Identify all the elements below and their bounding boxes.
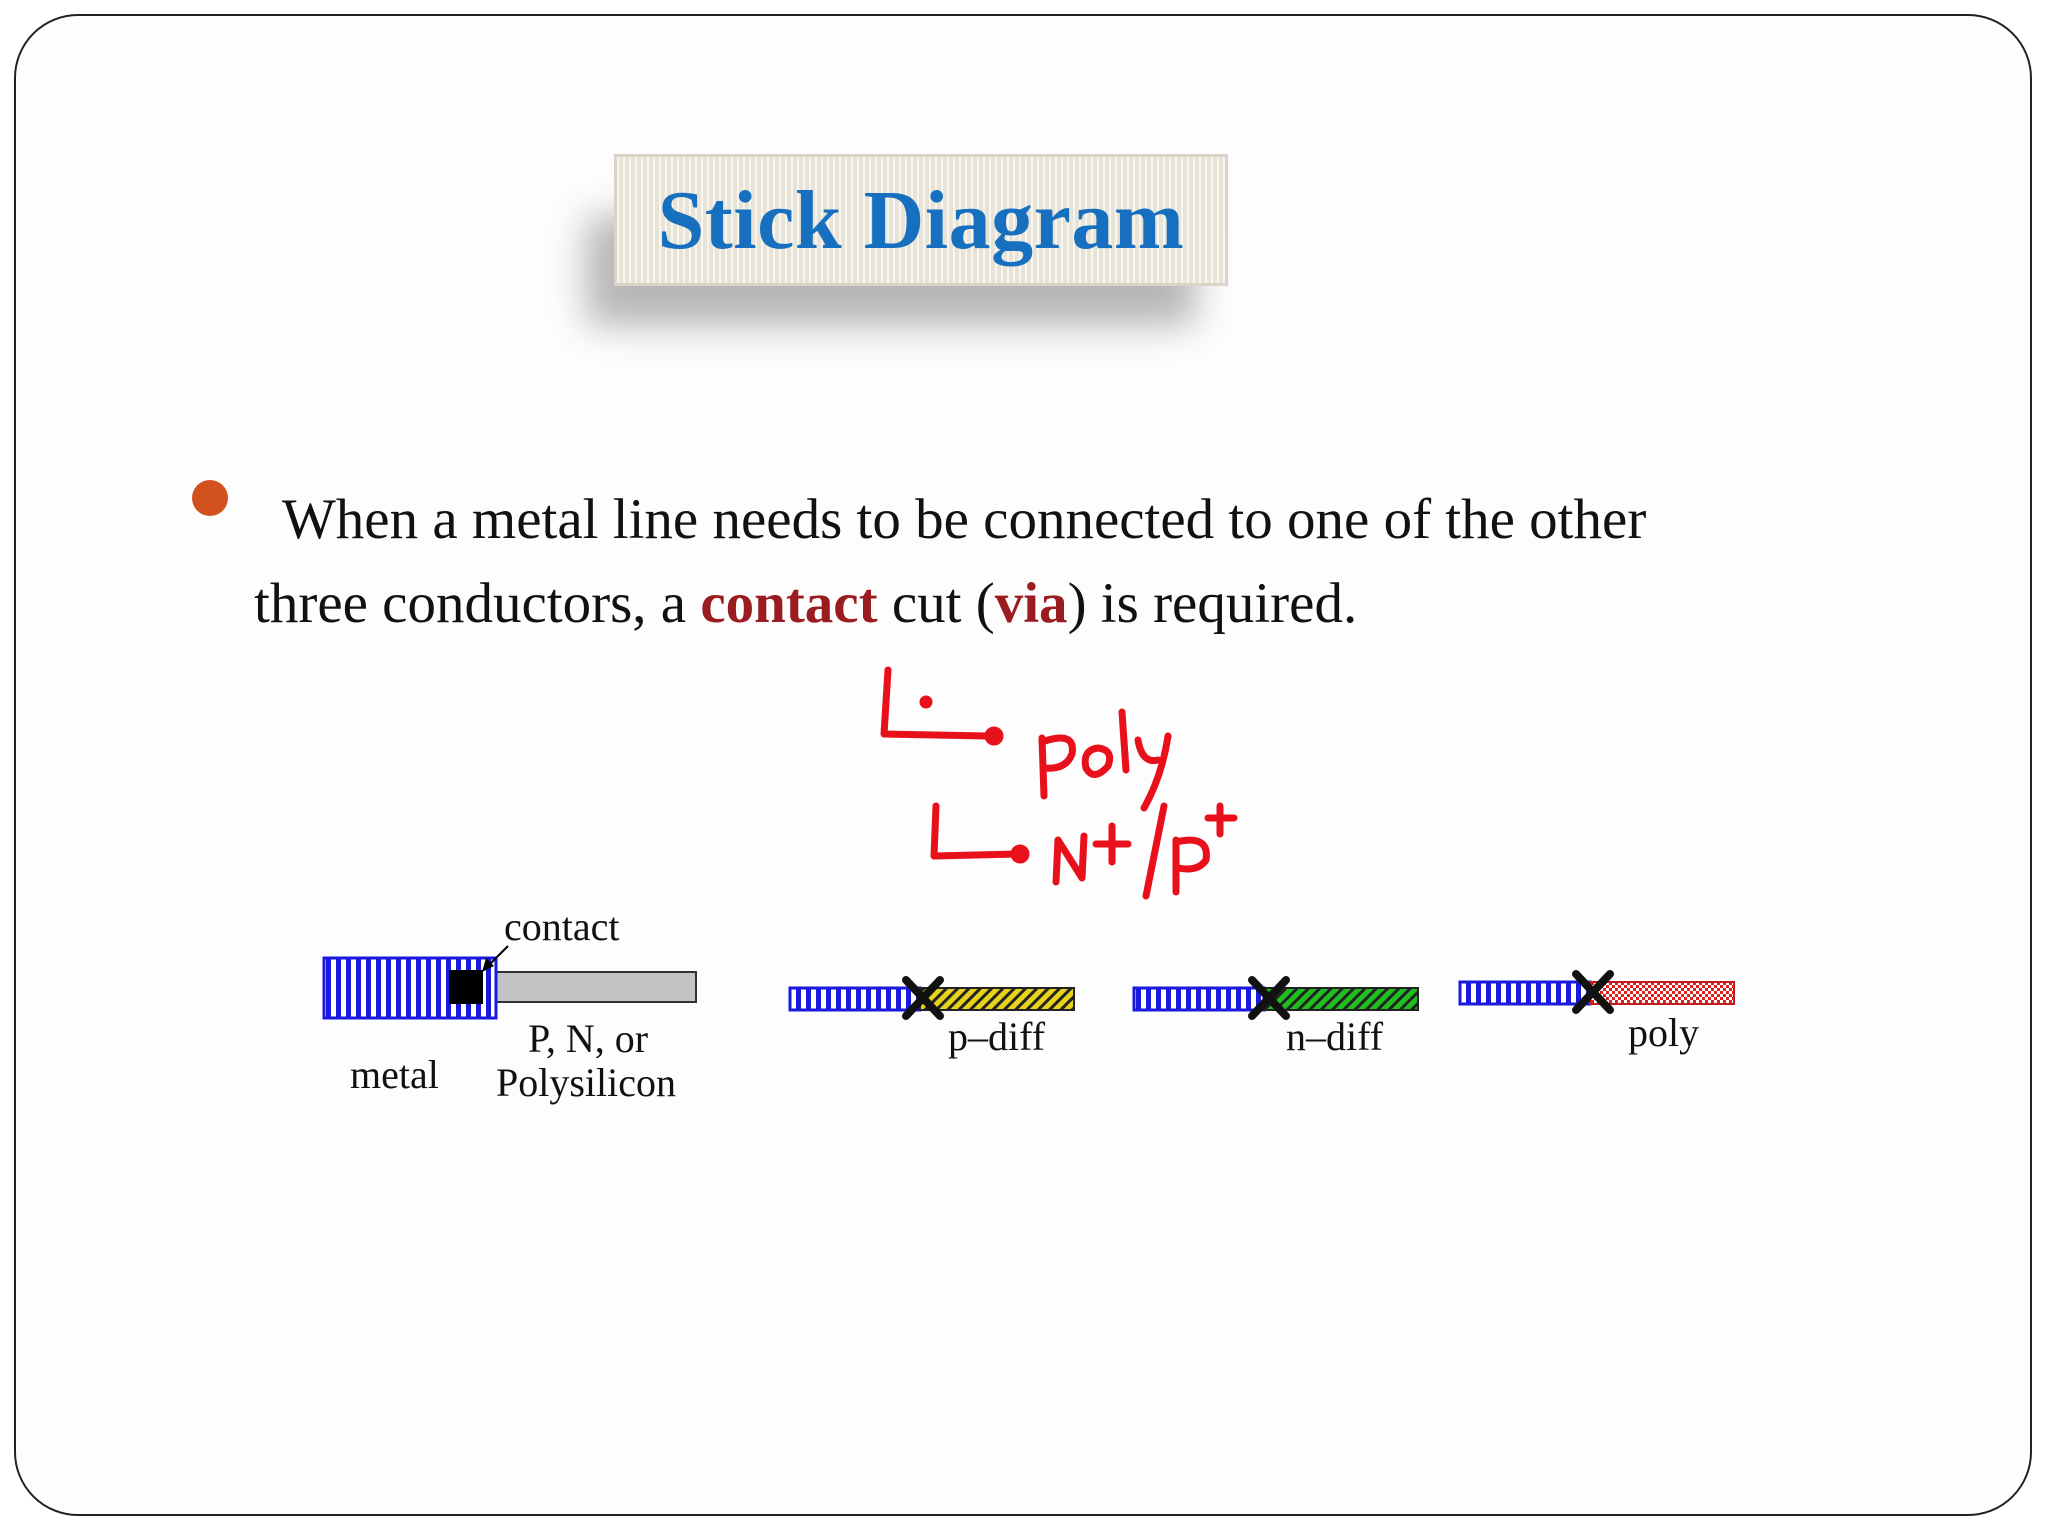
slide-title: Stick Diagram bbox=[657, 173, 1185, 267]
poly-figure: poly bbox=[1458, 970, 1735, 1055]
conductor-bar bbox=[495, 971, 697, 1003]
bullet-paragraph: When a metal line needs to be connected … bbox=[254, 478, 1814, 646]
pdiff-contact-x bbox=[902, 976, 944, 1020]
pdiff-figure: p–diff bbox=[788, 976, 1075, 1059]
bullet-line-2-start: three conductors, a bbox=[254, 572, 701, 635]
ndiff-contact-x bbox=[1248, 976, 1290, 1020]
poly-bar bbox=[1589, 981, 1735, 1005]
bullet-line-2-end: ) is required. bbox=[1067, 572, 1358, 635]
pdiff-bar bbox=[919, 987, 1075, 1011]
contact-diagram: contact metal P, N, or Polysilicon p–dif… bbox=[322, 904, 1735, 1105]
ndiff-figure: n–diff bbox=[1132, 976, 1419, 1059]
metal-label: metal bbox=[350, 1052, 439, 1097]
ndiff-bar bbox=[1263, 987, 1419, 1011]
ndiff-metal-bar bbox=[1132, 986, 1266, 1012]
poly-contact-x bbox=[1572, 970, 1614, 1014]
pdiff-metal-bar bbox=[788, 986, 922, 1012]
contact-emphasis: contact bbox=[700, 572, 878, 635]
conductor-label-2: Polysilicon bbox=[496, 1060, 676, 1105]
poly-metal-bar bbox=[1458, 980, 1592, 1006]
metal-contact-figure: contact metal P, N, or Polysilicon bbox=[322, 904, 697, 1105]
pdiff-label: p–diff bbox=[948, 1014, 1046, 1059]
bullet-line-2-mid: cut ( bbox=[877, 572, 995, 635]
via-emphasis: via bbox=[994, 572, 1068, 635]
title-box: Stick Diagram bbox=[614, 154, 1228, 286]
ndiff-label: n–diff bbox=[1286, 1014, 1384, 1059]
contact-arrowhead bbox=[482, 958, 494, 972]
bullet-line-1: When a metal line needs to be connected … bbox=[282, 488, 1647, 551]
poly-label: poly bbox=[1628, 1010, 1699, 1055]
slide: Stick Diagram When a metal line needs to… bbox=[14, 14, 2032, 1516]
bullet-line-2: three conductors, a contact cut (via) is… bbox=[254, 562, 1814, 646]
conductor-label-1: P, N, or bbox=[528, 1016, 648, 1061]
bullet-dot bbox=[192, 480, 228, 516]
contact-square bbox=[449, 970, 483, 1004]
contact-label: contact bbox=[504, 904, 620, 949]
handwritten-annotation bbox=[880, 666, 1238, 900]
